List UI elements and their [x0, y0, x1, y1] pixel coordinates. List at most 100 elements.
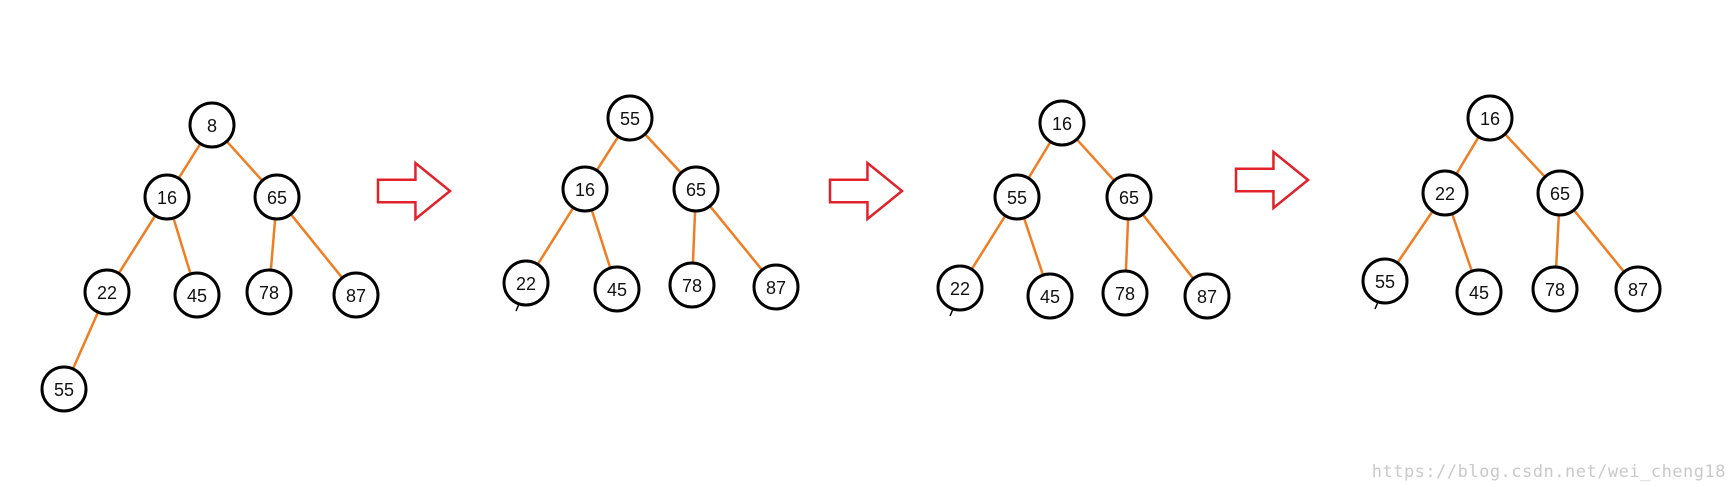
tree-edge-16-65 [1504, 133, 1546, 178]
node-label: 78 [1545, 280, 1565, 300]
node-circle [1455, 268, 1503, 316]
tree-node: 87 [332, 271, 380, 319]
node-circle [606, 94, 654, 142]
node-circle [593, 265, 641, 313]
node-circle [936, 264, 984, 312]
node-label: 87 [1628, 280, 1648, 300]
node-label: 22 [97, 283, 117, 303]
pen-stroke-tail [1374, 301, 1379, 310]
tree-edge-65-87 [709, 205, 763, 271]
tree-edge-65-87 [1573, 209, 1625, 273]
node-circle [672, 165, 720, 213]
tree-edge-55-45 [1023, 217, 1044, 276]
node-circle [1105, 173, 1153, 221]
tree-node: 65 [672, 165, 720, 213]
node-label: 55 [54, 380, 74, 400]
node-label: 78 [259, 283, 279, 303]
pen-stroke-tail [949, 308, 954, 317]
tree-node: 78 [1101, 269, 1149, 317]
tree-edge-55-22 [970, 215, 1007, 270]
tree-edge-16-55 [1027, 141, 1052, 179]
tree-edge-55-16 [596, 136, 619, 171]
node-circle [1183, 272, 1231, 320]
tree-node: 65 [1536, 169, 1584, 217]
tree-edge-22-45 [1451, 213, 1473, 272]
arrows-layer [376, 149, 1310, 222]
node-label: 87 [1197, 287, 1217, 307]
node-label: 65 [1550, 184, 1570, 204]
tree-node: 16 [1466, 94, 1514, 142]
node-label: 55 [1007, 188, 1027, 208]
node-circle [1421, 169, 1469, 217]
node-label: 16 [1052, 114, 1072, 134]
tree-edge-65-78 [691, 210, 697, 264]
tree-edge-55-65 [644, 133, 682, 174]
tree-node: 8 [188, 101, 236, 149]
node-label: 65 [686, 180, 706, 200]
node-circle [993, 173, 1041, 221]
node-label: 8 [207, 116, 217, 136]
tree-node: 45 [1455, 268, 1503, 316]
tree-node: 65 [1105, 173, 1153, 221]
tree-node: 78 [245, 268, 293, 316]
node-circle [173, 271, 221, 319]
tree-node: 55 [606, 94, 654, 142]
pen-stroke-tail [515, 303, 520, 312]
tree-node: 22 [1421, 169, 1469, 217]
node-label: 65 [267, 188, 287, 208]
node-label: 78 [682, 276, 702, 296]
tree-node: 45 [173, 271, 221, 319]
tree-edge-8-16 [177, 143, 202, 179]
node-circle [83, 268, 131, 316]
node-label: 22 [516, 274, 536, 294]
node-circle [561, 165, 609, 213]
tree-node: 55 [993, 173, 1041, 221]
tree-edge-65-78 [1554, 214, 1561, 268]
right-arrow-icon [376, 160, 452, 222]
node-circle [502, 259, 550, 307]
tree-node: 87 [752, 263, 800, 311]
tree-node: 55 [40, 365, 88, 413]
tree-edge-22-55 [72, 311, 99, 370]
tree-node: 45 [593, 265, 641, 313]
tree-edge-65-78 [1124, 218, 1130, 272]
tree-edge-65-87 [290, 213, 343, 279]
node-label: 55 [620, 109, 640, 129]
node-circle [1466, 94, 1514, 142]
node-circle [188, 101, 236, 149]
node-circle [668, 261, 716, 309]
node-circle [143, 173, 191, 221]
node-label: 55 [1375, 272, 1395, 292]
node-label: 22 [1435, 184, 1455, 204]
tree-node: 87 [1614, 265, 1662, 313]
node-circle [1361, 257, 1409, 305]
tree-node: 65 [253, 173, 301, 221]
node-circle [40, 365, 88, 413]
tree-node: 22 [502, 259, 550, 312]
node-label: 45 [607, 280, 627, 300]
node-label: 78 [1115, 284, 1135, 304]
node-circle [1536, 169, 1584, 217]
tree-edge-16-22 [1455, 136, 1480, 175]
node-circle [1038, 99, 1086, 147]
node-label: 45 [1040, 287, 1060, 307]
tree-edge-65-87 [1141, 213, 1195, 280]
nodes-layer: 8 16 65 22 45 78 87 55 55 16 65 22 45 78 87 16 55 65 22 45 7… [40, 94, 1662, 413]
tree-node: 16 [561, 165, 609, 213]
tree-node: 55 [1361, 257, 1409, 310]
node-circle [1026, 272, 1074, 320]
tree-edge-16-45 [172, 217, 192, 275]
node-label: 22 [950, 279, 970, 299]
tree-edge-16-22 [118, 215, 156, 274]
node-circle [332, 271, 380, 319]
node-label: 16 [157, 188, 177, 208]
node-label: 45 [187, 286, 207, 306]
tree-edge-16-45 [590, 209, 612, 269]
node-circle [1531, 265, 1579, 313]
node-circle [245, 268, 293, 316]
right-arrow-icon [1234, 149, 1310, 211]
right-arrow-icon [828, 160, 904, 222]
tree-node: 45 [1026, 272, 1074, 320]
node-label: 65 [1119, 188, 1139, 208]
